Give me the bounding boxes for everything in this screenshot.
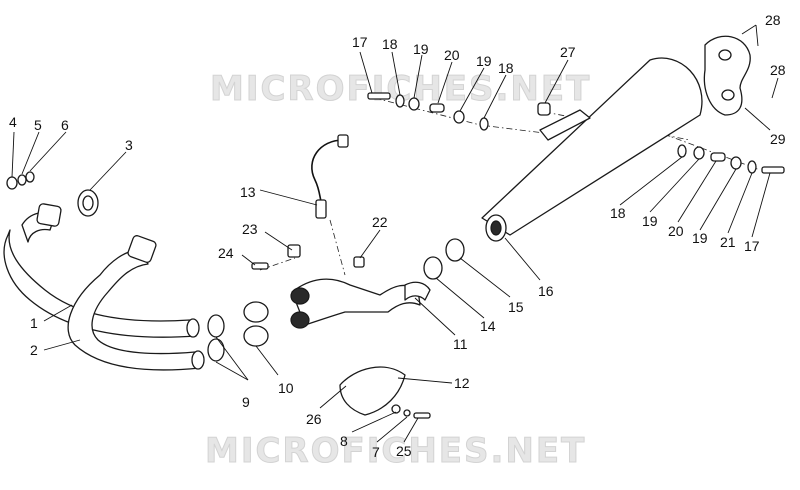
- callout-13: 13: [240, 184, 256, 200]
- silencer-16: [481, 57, 703, 242]
- callout-3: 3: [125, 137, 133, 153]
- callout-20-top: 20: [444, 47, 460, 63]
- callout-8: 8: [340, 433, 348, 449]
- callout-4: 4: [9, 114, 17, 130]
- callout-12: 12: [454, 375, 470, 391]
- callout-14: 14: [480, 318, 496, 334]
- collector-pipe-11: [290, 278, 431, 329]
- callout-27: 27: [560, 44, 576, 60]
- callout-6: 6: [61, 117, 69, 133]
- callout-labels: 4 5 6 3 1 2 9 10 13 23 24 22 11 14 15 16…: [9, 12, 786, 460]
- callout-15: 15: [508, 299, 524, 315]
- callout-2: 2: [30, 342, 38, 358]
- callout-17-top: 17: [352, 34, 368, 50]
- callout-11: 11: [453, 336, 468, 352]
- callout-26: 26: [306, 411, 322, 427]
- callout-1: 1: [30, 315, 38, 331]
- callout-23: 23: [242, 221, 258, 237]
- callout-18-right: 18: [610, 205, 626, 221]
- callout-10: 10: [278, 380, 294, 396]
- heat-shield-12: [339, 366, 406, 416]
- callout-19-top-left: 19: [413, 41, 429, 57]
- sleeves-14-15: [423, 238, 465, 280]
- callout-20-right: 20: [668, 223, 684, 239]
- callout-9: 9: [242, 394, 250, 410]
- gasket-3: [77, 189, 99, 217]
- callout-16: 16: [538, 283, 554, 299]
- callout-22: 22: [372, 214, 388, 230]
- bottom-hardware-7-8-25: [391, 404, 431, 419]
- callout-19-right-left: 19: [642, 213, 658, 229]
- watermark-bottom: MICROFICHES.NET: [205, 431, 586, 471]
- leader-lines: [11, 24, 779, 443]
- callout-29: 29: [770, 131, 786, 147]
- watermark-top: MICROFICHES.NET: [210, 69, 591, 109]
- callout-21: 21: [720, 234, 736, 250]
- nut-washer-set-4-5-6: [6, 171, 35, 190]
- clamps-9: [207, 314, 225, 362]
- callout-5: 5: [34, 117, 42, 133]
- mounting-hardware-22-23-24: [251, 244, 365, 270]
- lambda-sensor-13: [311, 134, 349, 219]
- callout-24: 24: [218, 245, 234, 261]
- callout-19-right-right: 19: [692, 230, 708, 246]
- callout-28-top: 28: [765, 12, 781, 28]
- top-hardware-17-20: [367, 92, 551, 131]
- callout-18-top-right: 18: [498, 60, 514, 76]
- callout-25: 25: [396, 443, 412, 459]
- clamps-10: [243, 301, 269, 347]
- header-pipes: [3, 203, 205, 371]
- callout-17-right: 17: [744, 238, 760, 254]
- callout-7: 7: [372, 444, 380, 460]
- callout-18-top-left: 18: [382, 36, 398, 52]
- callout-19-top-right: 19: [476, 53, 492, 69]
- heat-shield-29: [703, 35, 751, 116]
- callout-28-right: 28: [770, 62, 786, 78]
